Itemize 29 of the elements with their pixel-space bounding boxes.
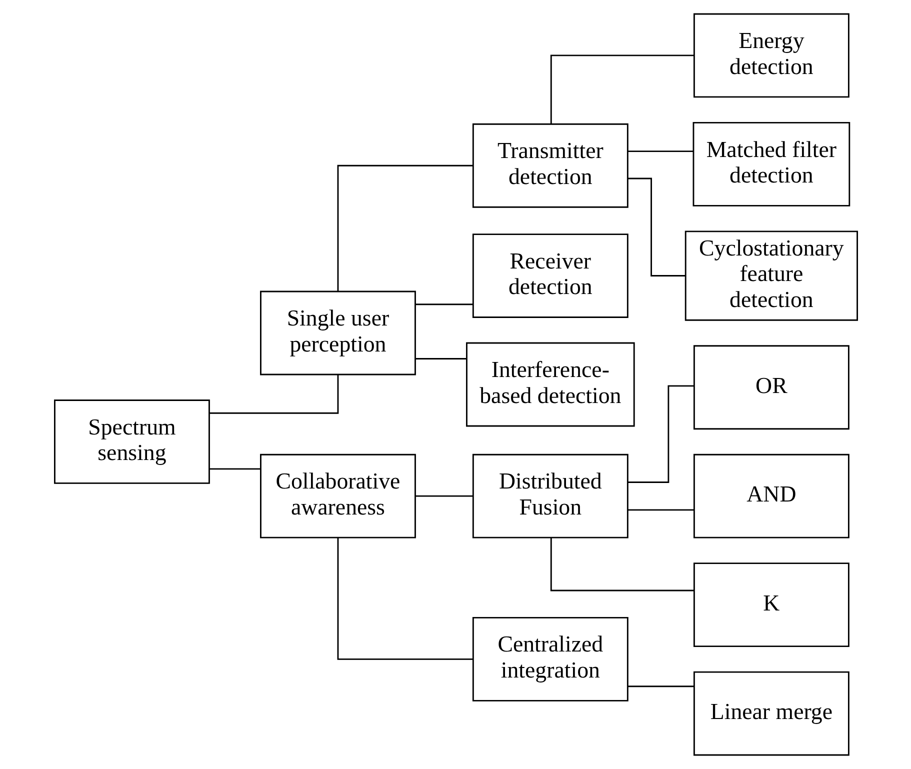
connector (208, 374, 338, 414)
connector (627, 509, 694, 511)
connector (336, 538, 473, 660)
node-box: Spectrum sensing (54, 400, 210, 484)
connector (414, 358, 466, 360)
node-box: Centralized integration (472, 616, 628, 702)
node-box: Collaborative awareness (260, 454, 416, 538)
connector (550, 538, 694, 592)
node-box: Matched filter detection (692, 122, 850, 206)
node-box: Receiver detection (472, 234, 628, 318)
connector (336, 164, 473, 292)
connector (208, 468, 260, 470)
node-box: K (692, 562, 849, 647)
connector (414, 495, 472, 497)
node-box: AND (692, 454, 849, 538)
node-box: Distributed Fusion (472, 454, 628, 538)
connector (627, 385, 694, 483)
connector (627, 686, 694, 688)
node-box: Transmitter detection (472, 123, 628, 208)
node-box: Single user perception (260, 290, 416, 376)
node-box: Interference-based detection (466, 342, 634, 427)
node-box: Cyclostationary feature detection (684, 230, 858, 321)
connector (414, 304, 472, 306)
connector (627, 150, 693, 152)
node-box: OR (692, 345, 849, 430)
node-box: Energy detection (692, 13, 849, 98)
connector (550, 54, 694, 124)
node-box: Linear merge (692, 671, 849, 756)
connector (627, 178, 685, 276)
